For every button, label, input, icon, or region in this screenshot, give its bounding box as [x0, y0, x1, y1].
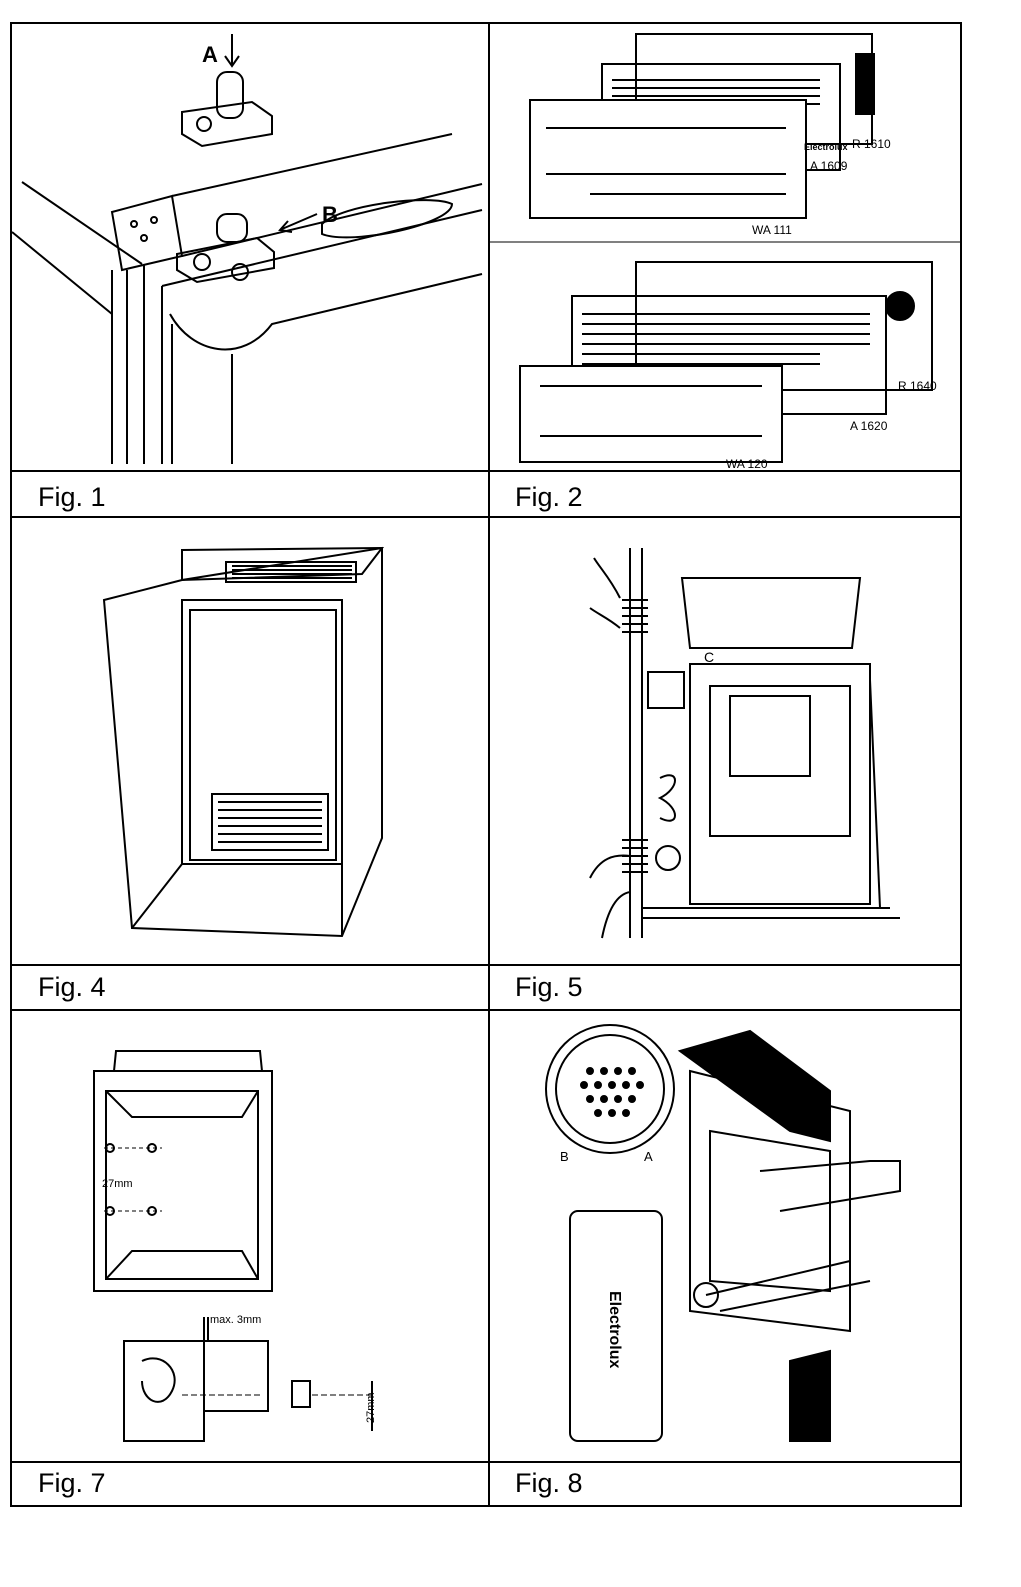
fig2-label-r1610: R 1610: [852, 137, 891, 151]
fig7-illustration: 27mm max. 3mm 27mm: [12, 1011, 488, 1461]
fig1-label-b: B: [322, 202, 338, 227]
fig1-caption: Fig. 1: [38, 482, 106, 512]
fig8-label-b: B: [560, 1149, 569, 1164]
fig2-label-wa120: WA 120: [726, 457, 768, 470]
fig2-caption: Fig. 2: [515, 482, 583, 512]
fig8-caption: Fig. 8: [515, 1468, 583, 1498]
vent-knob-icon: [885, 291, 915, 321]
fig2-brand-1: Electrolux: [804, 142, 848, 152]
airflow-arrow-icon: [593, 557, 621, 599]
column-divider: [488, 24, 490, 1505]
fig7-label-27mm-b: 27mm: [365, 1392, 377, 1423]
fig4-illustration: [12, 518, 488, 964]
row-divider: [12, 470, 960, 472]
fig8-label-a: A: [644, 1149, 653, 1164]
fig8-illustration: B A Electrolux: [490, 1011, 962, 1461]
fig8-brand: Electrolux: [606, 1291, 623, 1368]
airflow-arrow-icon: [589, 607, 621, 629]
fig2-label-a1609: A 1609: [810, 159, 848, 173]
fig4-caption: Fig. 4: [38, 972, 106, 1002]
fig1-illustration: A B: [12, 24, 488, 470]
row-divider: [12, 516, 960, 518]
vent-grille-round: [545, 1024, 675, 1154]
row-divider: [12, 1009, 960, 1011]
insulation-foam: [789, 1349, 831, 1442]
fig2-label-r1640: R 1640: [898, 379, 937, 393]
arrow-icon: [224, 34, 240, 68]
insulation-foam: [677, 1029, 831, 1143]
figure-sheet: A B Fig. 1 R 1610 A 1609: [10, 22, 962, 1507]
vent-grille-small: [693, 1282, 719, 1308]
fig5-caption: Fig. 5: [515, 972, 583, 1002]
row-divider: [12, 1461, 960, 1463]
fig2-label-wa111: WA 111: [752, 223, 792, 237]
vent-knob-icon: [855, 53, 875, 115]
fig2-label-a1620: A 1620: [850, 419, 888, 433]
arrow-icon: [278, 213, 318, 233]
fig5-illustration: C: [490, 518, 962, 964]
fig2-illustration: R 1610 A 1609 Electrolux WA 111 R 1640 A…: [490, 24, 962, 470]
airflow-arrow-icon: [601, 891, 631, 939]
row-divider: [12, 964, 960, 966]
fig7-label-27mm-a: 27mm: [102, 1178, 133, 1190]
fig5-label-c: C: [704, 649, 714, 665]
fig7-caption: Fig. 7: [38, 1468, 106, 1498]
fig1-label-a: A: [202, 42, 218, 67]
fig7-label-max: max. 3mm: [210, 1314, 261, 1326]
airflow-arrow-icon: [589, 854, 631, 879]
